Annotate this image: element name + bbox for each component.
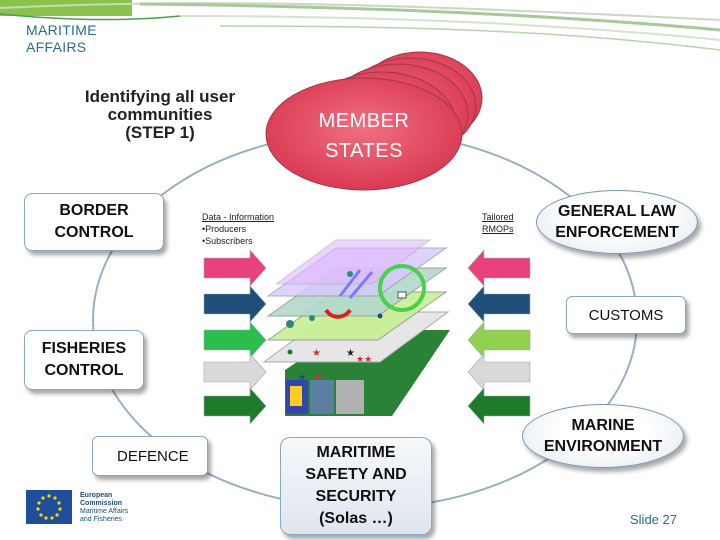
right-arrows <box>467 249 531 425</box>
slide-number: Slide 27 <box>630 512 677 527</box>
general-law-line-1: GENERAL LAW <box>558 203 676 220</box>
tailored-line-1: Tailored <box>482 212 514 222</box>
customs-node: CUSTOMS <box>566 296 686 334</box>
marine-env-line-2: ENVIRONMENT <box>543 438 663 455</box>
customs-label: CUSTOMS <box>588 306 664 324</box>
fisheries-control-line-2: CONTROL <box>44 362 124 379</box>
eu-commission-text: European Commission Maritime Affairs and… <box>80 492 128 524</box>
tailored-line-2: RMOPs <box>482 224 514 234</box>
data-information-title: Data - Information <box>202 212 275 222</box>
marine-env-line-1: MARINE <box>571 417 635 434</box>
step-label-line-2: communities <box>107 105 213 124</box>
step-label-line-1: Identifying all user <box>84 87 236 106</box>
eu-line-1: European <box>80 492 113 499</box>
defence-label: DEFENCE <box>117 447 189 465</box>
step-label-line-3: (STEP 1) <box>125 123 195 142</box>
step-label: Identifying all user communities (STEP 1… <box>60 88 260 142</box>
maritime-safety-line-3: SECURITY <box>315 488 397 505</box>
svg-text:★: ★ <box>298 373 306 383</box>
svg-text:★: ★ <box>312 348 321 359</box>
left-arrows <box>203 249 267 425</box>
maritime-safety-node: MARITIME SAFETY AND SECURITY (Solas …) <box>280 437 432 535</box>
eu-flag-icon <box>26 490 72 524</box>
general-law-enforcement-node: GENERAL LAW ENFORCEMENT <box>536 190 698 254</box>
header-title: MARITIME AFFAIRS <box>26 22 97 56</box>
data-information-note: Data - Information •Producers •Subscribe… <box>202 211 274 247</box>
border-control-line-1: BORDER <box>59 202 129 219</box>
header-line-2: AFFAIRS <box>26 39 87 55</box>
header-line-1: MARITIME <box>26 22 97 38</box>
border-control-line-2: CONTROL <box>54 224 134 241</box>
general-law-line-2: ENFORCEMENT <box>555 224 679 241</box>
subscribers-item: •Subscribers <box>202 236 253 246</box>
member-states-label: MEMBER STATES <box>300 106 428 166</box>
maritime-safety-line-2: SAFETY AND <box>305 466 407 483</box>
eu-line-3: Maritime Affairs <box>80 508 129 515</box>
marine-environment-node: MARINE ENVIRONMENT <box>522 404 684 468</box>
eu-line-2: Commission <box>80 500 123 507</box>
maritime-safety-line-1: MARITIME <box>316 444 396 461</box>
producers-item: •Producers <box>202 224 247 234</box>
fisheries-control-node: FISHERIES CONTROL <box>24 330 144 390</box>
header-swoosh <box>0 0 720 51</box>
eu-line-4: and Fisheries <box>80 516 123 523</box>
defence-node: DEFENCE <box>92 436 208 476</box>
fisheries-control-line-1: FISHERIES <box>41 340 127 357</box>
border-control-node: BORDER CONTROL <box>24 193 164 251</box>
svg-text:★: ★ <box>314 373 322 383</box>
maritime-safety-line-4: (Solas …) <box>319 510 393 527</box>
member-states-line-2: STATES <box>325 140 403 162</box>
member-states-line-1: MEMBER <box>318 110 410 132</box>
svg-text:★: ★ <box>346 348 355 359</box>
tailored-rmops-note: Tailored RMOPs <box>482 211 514 235</box>
svg-text:★★: ★★ <box>356 355 372 365</box>
